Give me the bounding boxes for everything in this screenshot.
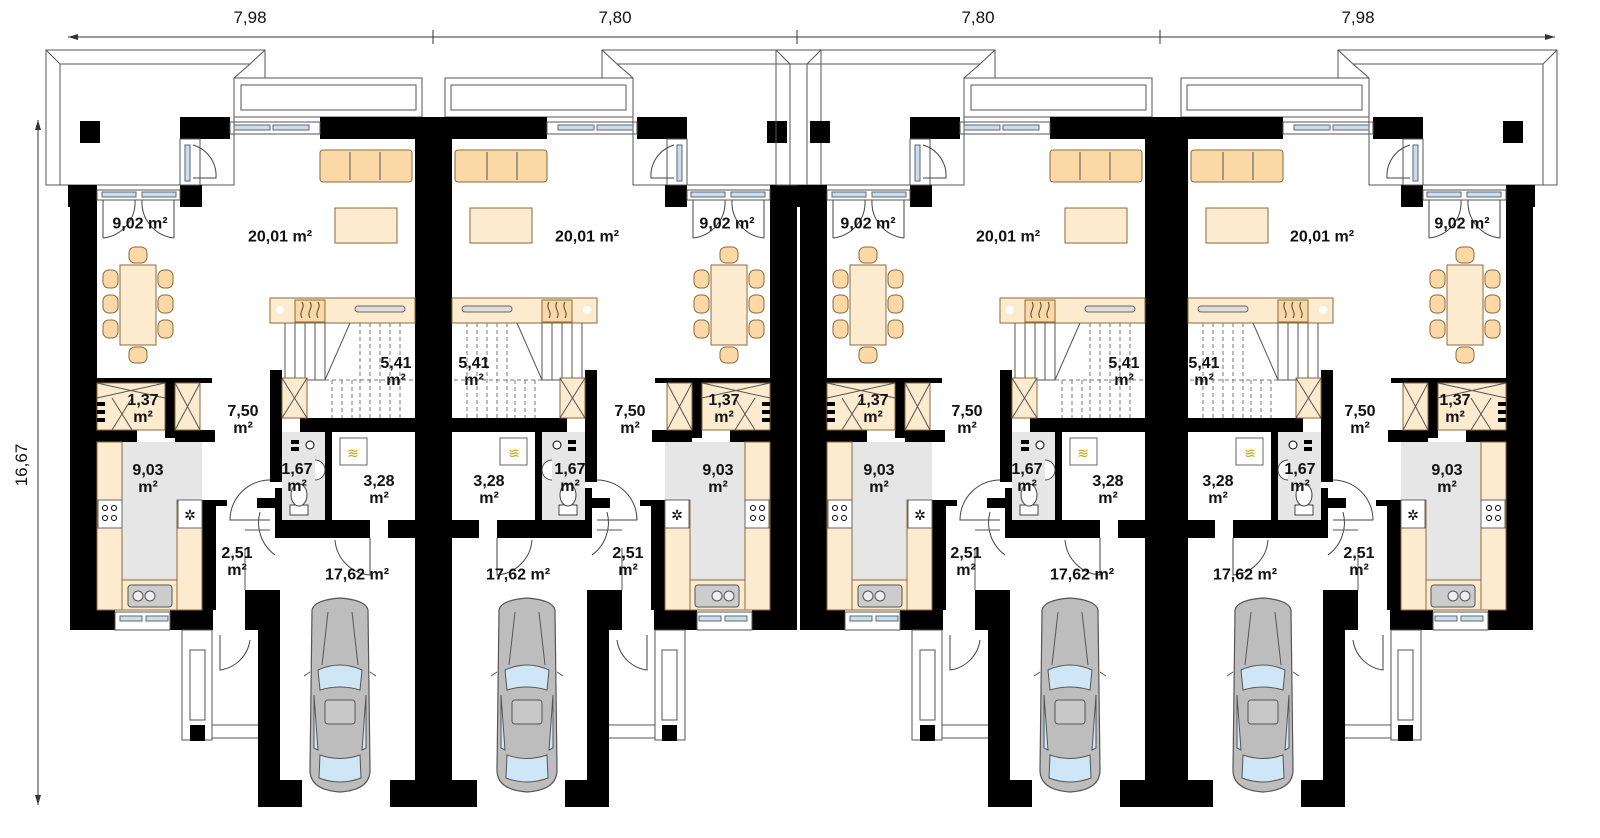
dimension-lines xyxy=(35,30,1555,805)
room-terrace-area: 9,02 m² xyxy=(1434,215,1490,233)
room-garage-area: 17,62 m² xyxy=(324,566,390,584)
room-living-area: 20,01 m² xyxy=(1289,228,1355,246)
room-terrace-area: 9,02 m² xyxy=(699,215,755,233)
room-living-area: 20,01 m² xyxy=(975,228,1041,246)
dimension-width-3: 7,80 xyxy=(961,8,995,27)
dimension-width-4: 7,98 xyxy=(1341,8,1375,27)
dimension-width-2: 7,80 xyxy=(598,8,632,27)
room-garage-area: 17,62 m² xyxy=(1049,566,1115,584)
room-terrace-area: 9,02 m² xyxy=(112,215,168,233)
room-living-area: 20,01 m² xyxy=(247,228,313,246)
room-garage-area: 17,62 m² xyxy=(1212,566,1278,584)
dimension-depth: 16,67 xyxy=(12,443,31,487)
dimension-width-1: 7,98 xyxy=(233,8,267,27)
room-living-area: 20,01 m² xyxy=(554,228,620,246)
room-terrace-area: 9,02 m² xyxy=(840,215,896,233)
room-garage-area: 17,62 m² xyxy=(485,566,551,584)
